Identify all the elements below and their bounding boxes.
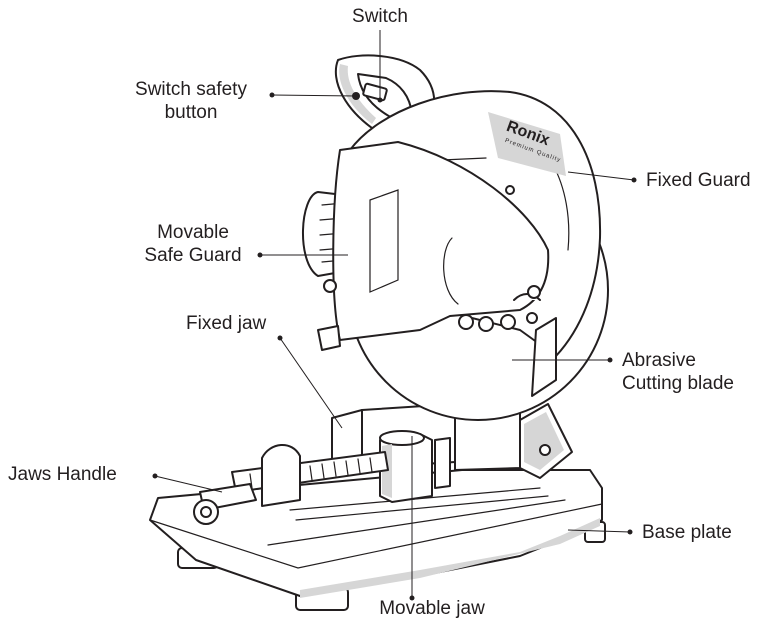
callout-fixed-jaw	[277, 335, 343, 429]
label-abrasive-line1: Abrasive	[622, 350, 696, 371]
label-jaws-handle: Jaws Handle	[8, 463, 117, 486]
callout-base-plate	[567, 529, 633, 535]
guard-pivot	[323, 279, 337, 293]
base-groove	[267, 499, 566, 546]
label-switch-safety: Switch safety button	[116, 78, 266, 124]
switch-trigger	[362, 82, 388, 102]
handle-knob-center	[200, 506, 212, 518]
label-movable-guard-line1: Movable	[157, 222, 229, 243]
handle-shade	[339, 64, 376, 124]
plus-knob	[527, 285, 541, 299]
callout-jaws-handle	[152, 473, 223, 493]
movable-jaw-drawing	[379, 430, 451, 503]
base-shadow	[300, 518, 600, 598]
guard-tab	[317, 325, 341, 351]
label-base-plate-text: Base plate	[642, 522, 732, 543]
movable-guard-recess	[369, 189, 399, 293]
callout-fixed-guard	[567, 171, 637, 183]
fixed-guard-screw	[505, 185, 515, 195]
motor-vents	[319, 202, 345, 263]
callout-movable-guard	[257, 252, 348, 258]
label-switch-safety-line2: button	[164, 102, 218, 123]
logo-plate	[488, 112, 566, 176]
label-switch-safety-line1: Switch safety	[135, 79, 247, 100]
label-base-plate: Base plate	[642, 521, 732, 544]
label-switch: Switch	[330, 5, 430, 28]
movable-jaw-plate	[434, 437, 451, 489]
label-movable-guard-line2: Safe Guard	[144, 245, 242, 266]
callout-movable-jaw	[409, 436, 415, 601]
pivot-bolt	[539, 444, 551, 456]
label-jaws-handle-text: Jaws Handle	[8, 464, 117, 485]
safety-icon	[458, 314, 474, 330]
adjust-knob	[526, 312, 538, 324]
callout-abrasive	[512, 357, 613, 363]
label-movable-jaw-text: Movable jaw	[379, 598, 485, 619]
label-fixed-jaw-text: Fixed jaw	[186, 313, 267, 334]
guard-icons	[458, 285, 557, 397]
movable-guard-drawing	[317, 141, 550, 351]
label-fixed-guard: Fixed Guard	[646, 169, 751, 192]
safety-icon	[500, 314, 516, 330]
safety-icon	[478, 316, 494, 332]
base-slot	[295, 495, 549, 521]
movable-guard-arc	[443, 237, 459, 305]
callout-switch	[377, 30, 383, 103]
label-abrasive: Abrasive Cutting blade	[622, 349, 734, 395]
label-abrasive-line2: Cutting blade	[622, 373, 734, 394]
label-movable-guard: Movable Safe Guard	[138, 221, 248, 267]
base-edge	[149, 503, 603, 569]
label-movable-jaw: Movable jaw	[362, 597, 502, 620]
pivot-bracket-shade	[524, 412, 564, 470]
blade-guard-lip	[531, 317, 557, 397]
label-switch-text: Switch	[352, 6, 408, 27]
movable-jaw-top	[379, 430, 425, 446]
label-fixed-jaw: Fixed jaw	[186, 312, 266, 335]
callout-switch-safety	[269, 92, 357, 98]
label-fixed-guard-text: Fixed Guard	[646, 170, 751, 191]
clamp-bracket	[261, 444, 301, 507]
